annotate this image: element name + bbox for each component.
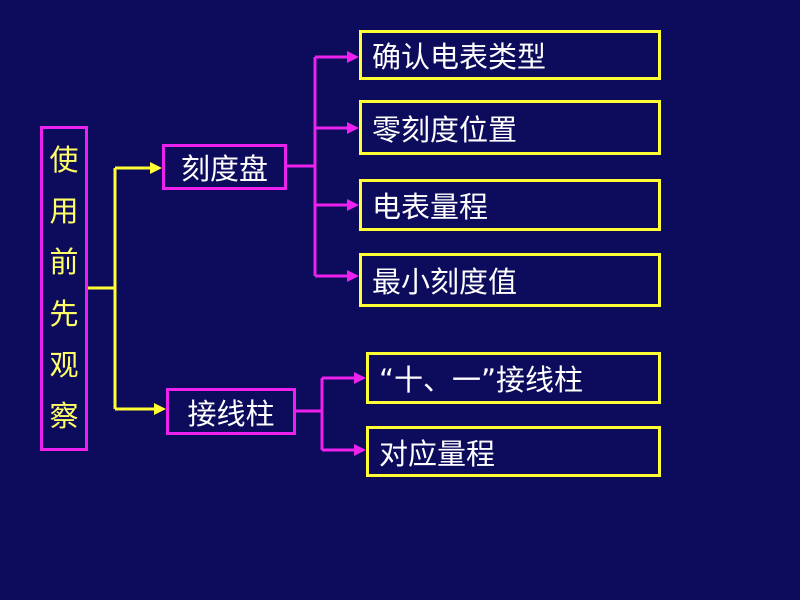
branch-2-leaf-1-arrowhead [354,372,366,384]
leaf-node-label: 电表量程 [372,190,489,224]
root-to-branch-2-arrowhead [154,403,166,415]
leaf-node-label: 确认电表类型 [372,40,547,74]
branch-node-label: 接线柱 [187,396,275,431]
branch-1-leaf-3-arrowhead [347,199,359,211]
leaf-node-label: “十、一”接线柱 [379,363,584,397]
leaf-node-label: 最小刻度值 [372,265,518,299]
leaf-node: 零刻度位置 [359,100,661,155]
leaf-node: 确认电表类型 [359,30,661,80]
root-char: 用 [49,194,79,229]
branch-node-terminals: 接线柱 [166,388,296,435]
root-to-branch-1-arrowhead [150,162,162,174]
branch-1-leaf-1-arrowhead [347,51,359,63]
leaf-node: 最小刻度值 [359,253,661,307]
branch-2-leaf-2-arrowhead [354,444,366,456]
leaf-node: 电表量程 [359,179,661,231]
branch-node-label: 刻度盘 [180,152,268,186]
branch-node-dial: 刻度盘 [162,144,287,190]
leaf-node-label: 对应量程 [379,436,496,471]
branch-1-leaf-4-arrowhead [347,270,359,282]
branch-1-leaf-2-arrowhead [347,122,359,134]
root-char: 使 [49,143,79,178]
root-char: 察 [49,398,79,433]
leaf-node-label: 零刻度位置 [372,112,518,147]
root-node: 使 用 前 先 观 察 [40,126,88,451]
root-char: 观 [49,347,79,382]
root-char: 前 [49,245,79,280]
leaf-node: 对应量程 [366,426,661,477]
root-char: 先 [49,296,79,331]
leaf-node: “十、一”接线柱 [366,352,661,404]
